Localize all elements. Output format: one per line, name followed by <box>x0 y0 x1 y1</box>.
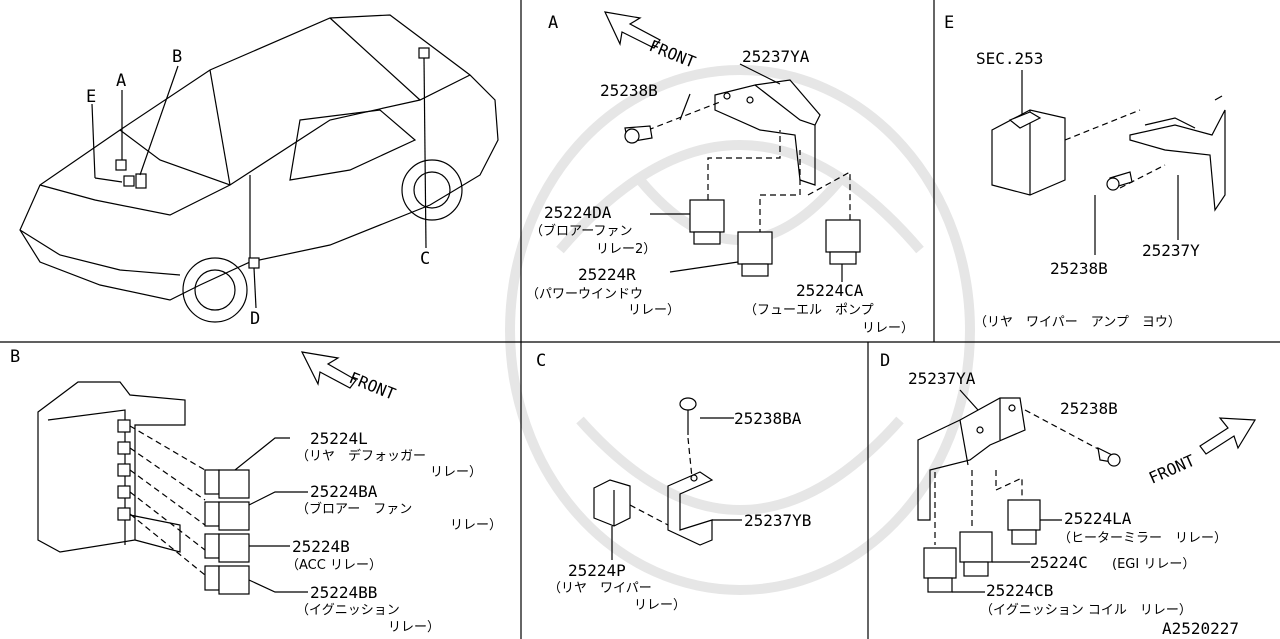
panel-b-pn-25224bb: 25224BB <box>310 583 377 602</box>
panel-b-desc-25224b: （ACC リレー） <box>286 558 382 573</box>
overview-label-d: D <box>250 309 260 329</box>
panel-d-desc-25224c: (EGI リレー） <box>1112 557 1195 572</box>
panel-d-desc-25224cb: （イグニッション コイル リレー） <box>980 603 1192 618</box>
panel-c-pn-25238ba: 25238BA <box>734 409 802 428</box>
panel-b-front: FRONT <box>347 368 399 404</box>
panel-a-pn-25224r: 25224R <box>578 265 636 284</box>
panel-a-letter: A <box>548 13 558 33</box>
panel-c-pn-25224p: 25224P <box>568 561 626 580</box>
front-arrow-icon <box>603 11 661 49</box>
panel-a-front: FRONT <box>647 36 699 72</box>
panel-b-desc-25224bb-2: リレー） <box>388 620 440 635</box>
panel-a-pn-25224ca: 25224CA <box>796 281 864 300</box>
panel-a-desc-25224ca-2: リレー） <box>862 321 914 336</box>
panel-c-pn-25237yb: 25237YB <box>744 511 811 530</box>
panel-b-pn-25224ba: 25224BA <box>310 482 378 501</box>
panel-e-pn-25238b: 25238B <box>1050 259 1108 278</box>
panel-b-desc-25224l-1: （リヤ デフォッガー <box>296 448 426 464</box>
panel-e-pn-sec253: SEC.253 <box>976 49 1043 68</box>
panel-d-pn-25238b: 25238B <box>1060 399 1118 418</box>
panel-e-note: （リヤ ワイパー アンプ ヨウ） <box>974 315 1181 330</box>
overview-label-e: E <box>86 87 96 107</box>
overview-label-b: B <box>172 47 182 67</box>
front-arrow-icon <box>1199 417 1257 455</box>
panel-a-desc-25224r-2: リレー） <box>628 303 680 318</box>
panel-a-drawing <box>624 63 861 282</box>
panel-c-desc-25224p-1: （リヤ ワイパー <box>548 581 652 596</box>
panel-b-pn-25224b: 25224B <box>292 537 350 556</box>
panel-b-pn-25224l: 25224L <box>310 429 368 448</box>
panel-a-pn-25224da: 25224DA <box>544 203 612 222</box>
panel-d-pn-25237ya: 25237YA <box>908 369 976 388</box>
overview-label-a: A <box>116 71 126 91</box>
panel-a-desc-25224da-2: リレー2） <box>596 242 656 257</box>
car-overview <box>19 14 499 323</box>
panel-d-desc-25224la: （ヒーターミラー リレー） <box>1058 531 1227 546</box>
panel-d-front: FRONT <box>1146 451 1198 488</box>
panel-a-desc-25224r-1: （パワーウインドウ <box>526 287 643 302</box>
panel-a-pn-25238b: 25238B <box>600 81 658 100</box>
panel-c-drawing <box>593 397 742 560</box>
panel-a-desc-25224ca-1: （フューエル ポンプ <box>744 303 874 318</box>
panel-b-desc-25224ba-1: （ブロアー ファン <box>296 501 412 517</box>
overview-label-c: C <box>420 249 430 269</box>
panel-b-letter: B <box>10 347 20 367</box>
panel-b-desc-25224l-2: リレー） <box>430 465 482 480</box>
diagram-id: A2520227 <box>1162 619 1239 638</box>
panel-d-pn-25224cb: 25224CB <box>986 581 1053 600</box>
panel-a-pn-25237ya: 25237YA <box>742 47 810 66</box>
panel-c-desc-25224p-2: リレー） <box>634 598 686 613</box>
panel-e-letter: E <box>944 13 954 33</box>
panel-d-letter: D <box>880 351 890 371</box>
panel-b-desc-25224bb-1: （イグニッション <box>296 603 400 618</box>
panel-b-drawing <box>37 381 308 595</box>
panel-e-pn-25237y: 25237Y <box>1142 241 1200 260</box>
panel-d-pn-25224la: 25224LA <box>1064 509 1132 528</box>
panel-e-drawing <box>991 70 1226 255</box>
panel-d-pn-25224c: 25224C <box>1030 553 1088 572</box>
panel-d-drawing <box>917 389 1121 593</box>
front-arrow-icon <box>300 351 357 389</box>
panel-b-desc-25224ba-2: リレー） <box>450 518 502 533</box>
panel-a-desc-25224da-1: （ブロアーファン <box>530 223 632 239</box>
panel-c-letter: C <box>536 351 546 371</box>
